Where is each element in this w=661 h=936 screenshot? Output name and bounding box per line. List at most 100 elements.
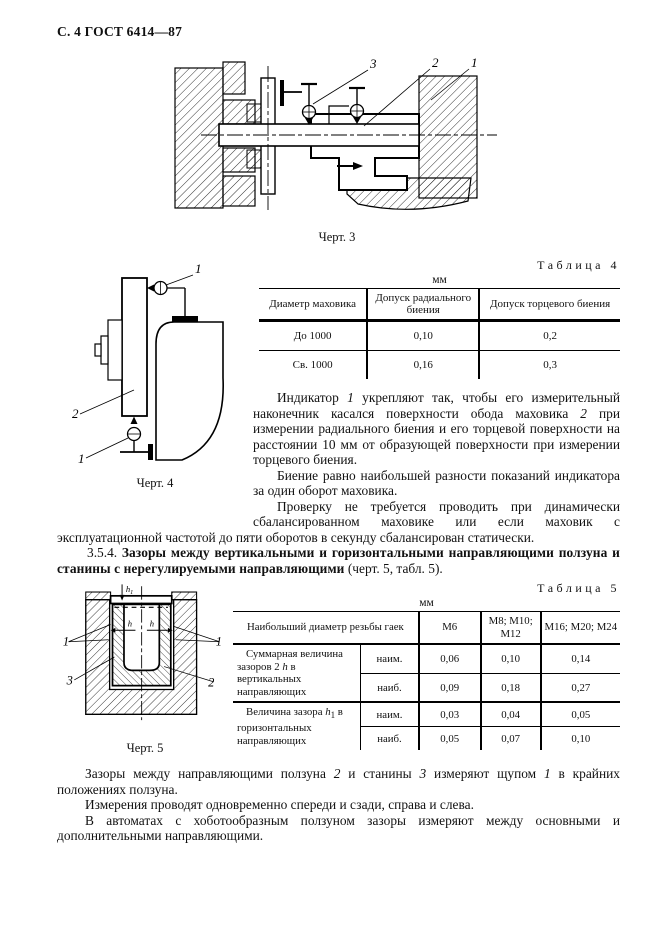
dial-indicator-left — [280, 80, 317, 125]
fig5-label-h-right: h — [150, 618, 154, 628]
table5-cell: 0,10 — [539, 726, 620, 751]
dial-indicator-top — [147, 280, 186, 316]
fig3-label-1: 1 — [471, 55, 478, 70]
h-dimensions — [110, 627, 173, 633]
table-row: наиб. 0,05 0,07 0,10 — [233, 726, 620, 751]
body-text: Индикатор 1 укрепляют так, чтобы его изм… — [57, 390, 620, 576]
paragraph-measure: Измерения проводят одновременно спереди … — [85, 797, 474, 812]
figure-3: 3 2 1 Черт. 3 — [161, 54, 513, 245]
fig4-label-bottom: 1 — [78, 451, 85, 466]
text-segment: при измерении радиального биения и его т… — [253, 405, 620, 468]
table4-cell: 0,10 — [366, 320, 480, 351]
table4-cell: Св. 1000 — [292, 359, 333, 371]
table-row: Св. 1000 0,16 0,3 — [259, 350, 620, 379]
table5-cell: наиб. — [360, 726, 419, 751]
table5-row-label: Величина зазора h1 в горизонтальных напр… — [233, 702, 361, 750]
table5-col-header: Наибольший диаметр резьбы гаек — [233, 611, 419, 645]
centerlines — [201, 66, 497, 210]
slide-part — [109, 594, 173, 687]
fig5-caption: Черт. 5 — [126, 741, 164, 755]
text-segment: Величина зазора — [246, 706, 326, 719]
table5-cell: 0,14 — [539, 644, 620, 674]
figure-5: h1 h h 1 1 3 — [57, 581, 233, 756]
text-segment: h — [282, 660, 288, 673]
fig5-label-1-right: 1 — [216, 635, 222, 649]
table-row: наиб. 0,09 0,18 0,27 — [233, 673, 620, 704]
table5-cell: 0,09 — [417, 673, 481, 704]
paragraph-automats: В автоматах с хоботообразным ползуном за… — [57, 812, 620, 844]
bed-frame — [85, 591, 198, 716]
fig5-label-2: 2 — [208, 676, 214, 690]
table4-cell: До 1000 — [259, 320, 368, 351]
table5-label: Таблица 5 — [537, 581, 620, 595]
text-segment: 2 — [333, 766, 341, 781]
fig5-drawing: h1 h h 1 1 3 — [63, 584, 222, 721]
dial-indicator-bottom — [120, 416, 153, 460]
bottom-text: Зазоры между направляющими ползуна 2 и с… — [57, 756, 620, 844]
text-segment: в горизонтальных направляющих — [237, 706, 343, 747]
table4-cell: 0,2 — [478, 320, 620, 351]
fig3-callouts — [312, 68, 470, 127]
text-segment: в вертикальных направляющих — [237, 660, 307, 698]
text-segment: 1 — [543, 766, 551, 781]
page-header: С. 4 ГОСТ 6414—87 — [57, 24, 183, 39]
section-clearances: h1 h h 1 1 3 — [57, 581, 620, 755]
text-segment: Зазоры между направляющими ползуна — [85, 766, 334, 781]
table4-col-header: Диаметр маховика — [259, 288, 368, 322]
text-segment: Зазоры между вертикальными и горизонталь… — [57, 545, 620, 576]
table4-cell: 0,16 — [366, 350, 480, 379]
table5-cell: 0,04 — [479, 702, 541, 728]
motion-arrow-icon — [337, 162, 363, 170]
fig4-label-top: 1 — [195, 261, 202, 276]
fig3-label-2: 2 — [432, 55, 439, 70]
table5-cell: 0,03 — [417, 702, 481, 728]
table5-cell: наиб. — [360, 673, 419, 704]
table5-col-header: М6 — [417, 611, 481, 645]
table4-block: Таблица 4 мм Диаметр маховика Допуск рад… — [259, 258, 620, 379]
frame-body — [155, 316, 224, 461]
text-segment: укрепляют так, чтобы его измерительный н… — [253, 390, 620, 421]
paragraph-check: Проверку не требуется проводить при дина… — [57, 498, 620, 545]
paragraph-3-5-4: 3.5.4. Зазоры между вертикальными и гори… — [57, 545, 620, 576]
table5-cell: 0,05 — [417, 726, 481, 751]
fig3-caption: Черт. 3 — [318, 230, 356, 244]
table5-unit: мм — [419, 597, 434, 609]
table5-cell: 0,27 — [539, 673, 620, 704]
text-segment: 3 — [419, 766, 427, 781]
dial-indicator-right — [328, 86, 365, 124]
text-segment: 1 — [330, 710, 336, 721]
table4-col-header: Допуск радиального биения — [366, 288, 480, 322]
text-segment: и станины — [340, 766, 420, 781]
text-segment: 3.5.4. — [87, 545, 122, 560]
paragraph-indicator: Индикатор 1 укрепляют так, чтобы его изм… — [57, 390, 620, 468]
fig5-label-h-left: h — [128, 618, 132, 628]
fig4-caption: Черт. 4 — [136, 476, 174, 490]
flywheel-rim — [94, 277, 148, 417]
text-segment: 1 — [347, 390, 354, 405]
table4-col-header: Допуск торцевого биения — [478, 288, 620, 322]
table5-col-header: М8; М10; М12 — [479, 611, 541, 645]
section-flywheel: 1 2 1 Черт. 4 Таблица 4 мм Диаметр махов… — [57, 258, 620, 576]
table-row: Суммарная величина зазоров 2 h в вертика… — [233, 644, 620, 704]
table5: Наибольший диаметр резьбы гаек М6 М8; М1… — [233, 611, 620, 751]
fig4-callouts — [79, 274, 194, 459]
h1-dimension — [119, 584, 125, 601]
table5-cell: 0,10 — [479, 644, 541, 674]
fig5-label-h1: h1 — [126, 584, 133, 596]
table5-block: Таблица 5 мм Наибольший диаметр резьбы г… — [233, 581, 620, 751]
fig4-label-side: 2 — [72, 406, 79, 421]
text-segment: в крайних положениях ползуна. — [57, 766, 620, 797]
figure-4: 1 2 1 Черт. 4 — [57, 258, 253, 491]
text-segment: измеряют щупом — [426, 766, 544, 781]
table4-cell: 0,3 — [478, 350, 620, 379]
text-segment: 2 — [580, 405, 587, 421]
table5-cell: 0,07 — [479, 726, 541, 751]
table5-cell: 0,05 — [539, 702, 620, 728]
fig5-label-3: 3 — [66, 674, 73, 688]
table5-cell: наим. — [360, 702, 419, 728]
fig3-label-3: 3 — [369, 56, 377, 71]
text-segment: (черт. 5, табл. 5). — [344, 560, 443, 576]
table4-label: Таблица 4 — [537, 258, 620, 272]
table5-cell: 0,06 — [417, 644, 481, 674]
